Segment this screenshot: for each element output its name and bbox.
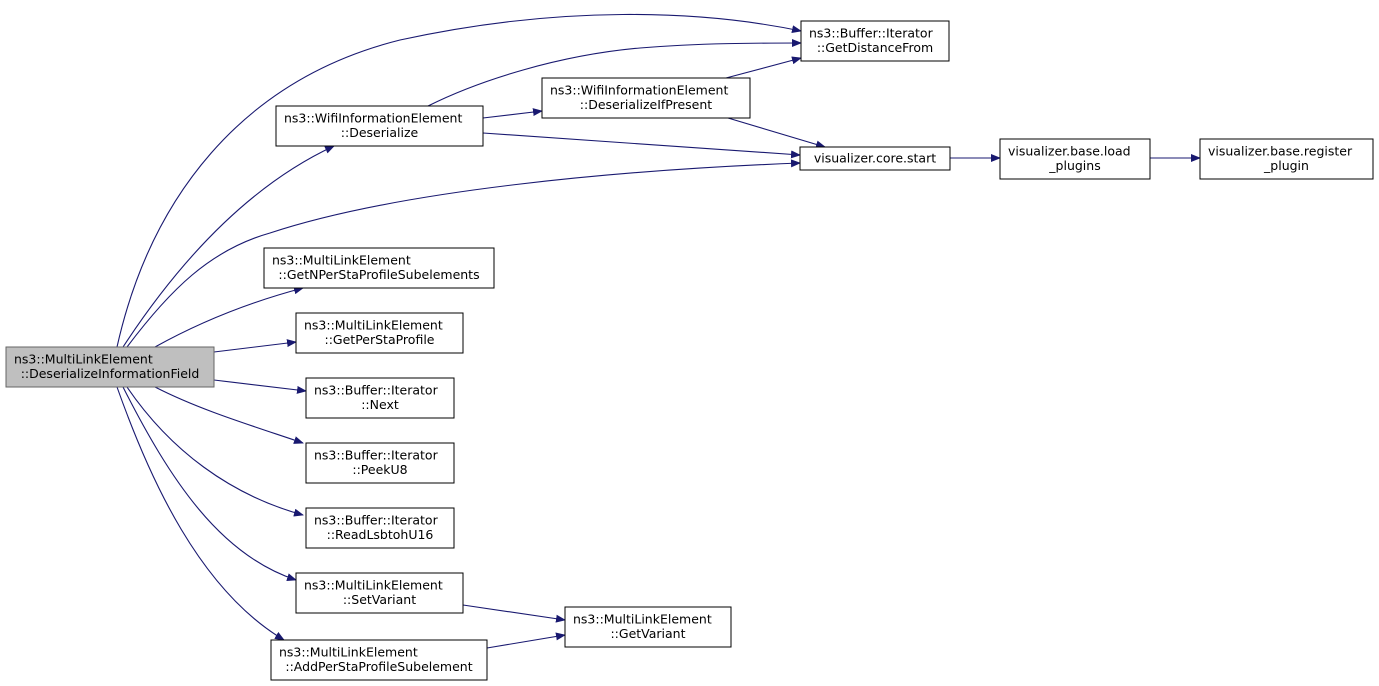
node-label-line: ns3::Buffer::Iterator [314, 383, 439, 398]
node-label-line: visualizer.base.register [1208, 144, 1353, 159]
edge-deserialize-to-deserializeifpresent [482, 108, 543, 119]
node-label-line: visualizer.core.start [814, 150, 936, 165]
node-label-line: ::GetNPerStaProfileSubelements [278, 267, 479, 282]
node-label-line: ::Deserialize [341, 125, 419, 140]
node-deserializeifpresent[interactable]: ns3::WifiInformationElement::Deserialize… [541, 77, 751, 119]
node-corestart[interactable]: visualizer.core.start [799, 146, 951, 171]
node-label-line: ::PeekU8 [352, 462, 407, 477]
edge-root-to-peeku8 [154, 386, 304, 444]
edge-root-to-deserialize [122, 145, 335, 348]
node-readlsbtohu16[interactable]: ns3::Buffer::Iterator::ReadLsbtohU16 [305, 507, 455, 549]
edges-layer [116, 13, 1201, 649]
node-box [541, 77, 751, 119]
edge-root-to-addperstaprofile [116, 386, 285, 641]
edge-deserializeifpresent-to-getdistancefrom [725, 56, 802, 79]
node-box [799, 146, 951, 171]
node-getdistancefrom[interactable]: ns3::Buffer::Iterator::GetDistanceFrom [800, 20, 950, 62]
edge-root-to-next [213, 379, 307, 394]
node-box [5, 346, 215, 388]
edge-addperstaprofile-to-getvariant [486, 632, 566, 649]
node-box [263, 247, 495, 289]
node-label-line: ns3::MultiLinkElement [573, 612, 712, 627]
node-box [305, 507, 455, 549]
edge-root-to-getperstaprofile [213, 339, 297, 353]
node-addperstaprofile[interactable]: ns3::MultiLinkElement::AddPerStaProfileS… [270, 639, 488, 681]
node-label-line: ::GetDistanceFrom [817, 40, 933, 55]
node-label-line: visualizer.base.load [1008, 144, 1131, 159]
node-box [270, 639, 488, 681]
node-label-line: _plugins [1048, 158, 1100, 173]
node-box [305, 377, 455, 419]
node-label-line: ns3::MultiLinkElement [304, 578, 443, 593]
node-getnperstaprofile[interactable]: ns3::MultiLinkElement::GetNPerStaProfile… [263, 247, 495, 289]
node-label-line: ns3::WifiInformationElement [284, 111, 462, 126]
node-label-line: ::AddPerStaProfileSubelement [285, 659, 472, 674]
edge-root-to-corestart [126, 159, 801, 348]
node-getvariant[interactable]: ns3::MultiLinkElement::GetVariant [564, 606, 732, 648]
edge-setvariant-to-getvariant [462, 604, 566, 623]
node-box [1199, 138, 1374, 180]
edge-deserializeifpresent-to-corestart [727, 117, 826, 149]
node-label-line: ns3::WifiInformationElement [550, 83, 728, 98]
edge-deserialize-to-getdistancefrom [427, 39, 802, 107]
node-label-line: ns3::MultiLinkElement [279, 645, 418, 660]
edge-root-to-getnperstaprofile [154, 286, 304, 348]
edge-root-to-getdistancefrom [116, 13, 802, 348]
node-label-line: ns3::Buffer::Iterator [314, 513, 439, 528]
node-label-line: ns3::Buffer::Iterator [809, 26, 934, 41]
edge-deserialize-to-corestart [482, 132, 801, 159]
node-label-line: ::ReadLsbtohU16 [327, 527, 434, 542]
node-box [305, 442, 455, 484]
node-label-line: ns3::Buffer::Iterator [314, 448, 439, 463]
node-label-line: ns3::MultiLinkElement [304, 318, 443, 333]
edge-root-to-setvariant [122, 386, 297, 581]
edge-root-to-readlsbtohu16 [126, 386, 304, 517]
node-box [275, 105, 484, 147]
node-peeku8[interactable]: ns3::Buffer::Iterator::PeekU8 [305, 442, 455, 484]
node-label-line: ::GetPerStaProfile [325, 332, 435, 347]
node-next[interactable]: ns3::Buffer::Iterator::Next [305, 377, 455, 419]
node-label-line: ::GetVariant [610, 626, 685, 641]
node-label-line: ns3::MultiLinkElement [272, 253, 411, 268]
node-loadplugins[interactable]: visualizer.base.load_plugins [999, 138, 1151, 180]
node-box [295, 572, 464, 614]
nodes-layer: ns3::MultiLinkElement::DeserializeInform… [5, 20, 1374, 681]
node-label-line: _plugin [1263, 158, 1309, 173]
node-label-line: ::DeserializeInformationField [21, 366, 200, 381]
node-label-line: ::Next [361, 397, 399, 412]
node-box [564, 606, 732, 648]
node-label-line: ns3::MultiLinkElement [14, 352, 153, 367]
node-box [295, 312, 464, 354]
node-deserialize[interactable]: ns3::WifiInformationElement::Deserialize [275, 105, 484, 147]
node-getperstaprofile[interactable]: ns3::MultiLinkElement::GetPerStaProfile [295, 312, 464, 354]
node-registerplugin[interactable]: visualizer.base.register_plugin [1199, 138, 1374, 180]
node-setvariant[interactable]: ns3::MultiLinkElement::SetVariant [295, 572, 464, 614]
node-box [800, 20, 950, 62]
node-label-line: ::DeserializeIfPresent [580, 97, 712, 112]
node-root: ns3::MultiLinkElement::DeserializeInform… [5, 346, 215, 388]
node-box [999, 138, 1151, 180]
node-label-line: ::SetVariant [343, 592, 416, 607]
